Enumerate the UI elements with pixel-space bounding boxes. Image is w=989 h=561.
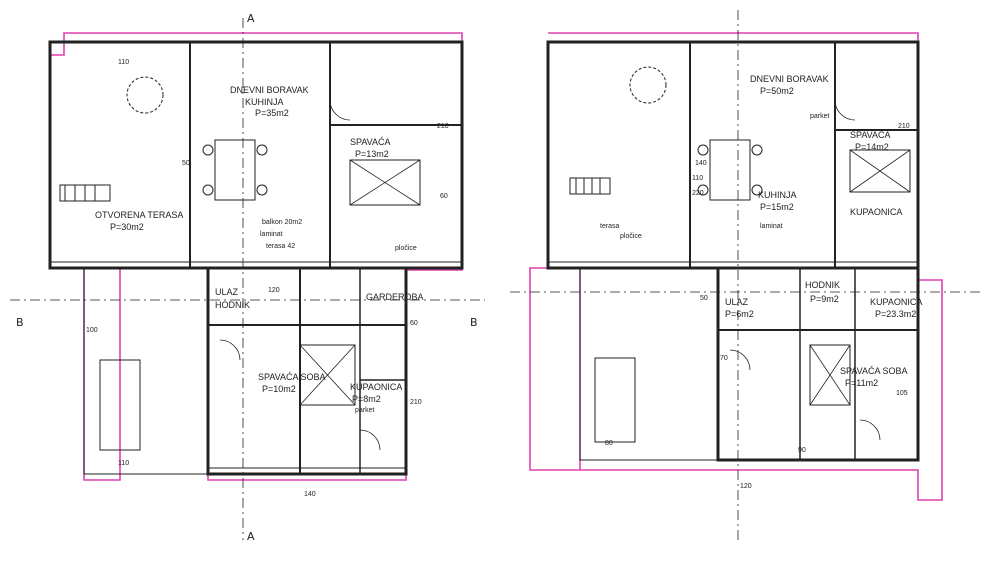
dimension-label: 140 (695, 160, 707, 167)
room-label: SPAVAĆA (350, 137, 391, 147)
dimension-label: 80 (605, 440, 613, 447)
room-label: HODNIK (215, 300, 250, 310)
room-area: P=30m2 (110, 222, 144, 232)
room-area: P=35m2 (255, 108, 289, 118)
left-bed (349, 159, 421, 206)
right-bed-cross (849, 149, 911, 193)
right-floor-plan: DNEVNI BORAVAK P=50m2 SPAVAĆA P=14m2 KUH… (510, 10, 980, 540)
floor-note: laminat (260, 231, 283, 238)
dimension-label: 60 (440, 193, 448, 200)
dimension-label: 210 (437, 123, 449, 130)
room-label: SPAVAĆA (850, 130, 891, 140)
dimension-label: 120 (740, 483, 752, 490)
room-label: DNEVNI BORAVAK (230, 85, 309, 95)
left-chair (202, 184, 214, 196)
left-door-swing (359, 429, 381, 451)
room-area: P=11m2 (845, 378, 878, 388)
left-bed-cross (299, 344, 356, 406)
floor-note: balkon 20m2 (262, 219, 302, 226)
right-chair (697, 184, 709, 196)
right-bed-cross (809, 344, 851, 406)
floor-note: laminat (760, 223, 783, 230)
room-label: GARDEROBA (366, 292, 424, 302)
dimension-label: 50 (182, 160, 190, 167)
left-bed-cross (349, 159, 421, 206)
dimension-label: 60 (410, 320, 418, 327)
dimension-label: 120 (268, 287, 280, 294)
right-bed (809, 344, 851, 406)
room-label: ULAZ (215, 287, 239, 297)
right-chair (751, 184, 763, 196)
floor-note: terasa 42 (266, 243, 295, 250)
room-label: OTVORENA TERASA (95, 210, 183, 220)
right-plant (629, 66, 667, 104)
dimension-label: 50 (700, 295, 708, 302)
dimension-label: 100 (86, 327, 98, 334)
room-label: KUPAONICA (350, 382, 402, 392)
floor-note: pločice (620, 233, 642, 240)
axis-a-marker: A (247, 12, 255, 25)
left-floor-plan: A A B B DNEVNI BORAVAK KUHINJA P=35m2 SP… (10, 12, 485, 543)
dimension-label: 210 (410, 399, 422, 406)
right-door-swing (834, 99, 856, 121)
left-terrace (83, 267, 209, 475)
room-label: KUPAONICA (850, 207, 902, 217)
dimension-label: 220 (692, 190, 704, 197)
left-wall-upper (48, 40, 464, 270)
room-label: KUHINJA (758, 190, 797, 200)
right-dining-table (709, 139, 751, 201)
dimension-label: 210 (898, 123, 910, 130)
room-area: P=23.3m2 (875, 309, 916, 319)
floor-note: pločice (395, 245, 417, 252)
right-wall-upper (546, 40, 920, 270)
dimension-label: 105 (896, 390, 908, 397)
room-label: SPAVAĆA SOBA (840, 366, 908, 376)
room-label: ULAZ (725, 297, 749, 307)
right-terrace (579, 267, 719, 461)
room-area: P=6m2 (725, 309, 754, 319)
left-dining-table (214, 139, 256, 201)
room-label: DNEVNI BORAVAK (750, 74, 829, 84)
room-area: P=14m2 (855, 142, 889, 152)
dimension-label: 110 (118, 460, 129, 467)
room-area: P=9m2 (810, 294, 839, 304)
axis-a-marker: A (247, 530, 255, 543)
dimension-label: 70 (720, 355, 728, 362)
dimension-label: 110 (692, 175, 703, 182)
room-area: P=8m2 (352, 394, 381, 404)
room-label: SPAVAĆA SOBA (258, 372, 326, 382)
axis-b-marker: B (16, 316, 24, 329)
right-kitchen-counter (569, 177, 611, 195)
left-bed (299, 344, 356, 406)
left-plant (126, 76, 164, 114)
room-area: P=10m2 (262, 384, 296, 394)
room-label: HODNIK (805, 280, 840, 290)
axis-b-marker: B (470, 316, 478, 329)
floor-note: parket (355, 407, 375, 414)
floor-note: parket (810, 113, 830, 120)
left-door-swing (219, 339, 241, 361)
left-sofa (99, 359, 141, 451)
dimension-label: 110 (118, 59, 129, 66)
right-bed (849, 149, 911, 193)
left-door-swing (329, 99, 351, 121)
room-area: P=13m2 (355, 149, 389, 159)
right-chair (751, 144, 763, 156)
dimension-label: 90 (798, 447, 806, 454)
right-door-swing (859, 419, 881, 441)
right-sofa (594, 357, 636, 443)
left-chair (256, 144, 268, 156)
right-chair (697, 144, 709, 156)
right-door-swing (729, 349, 751, 371)
room-area: P=15m2 (760, 202, 794, 212)
room-label: KUPAONICA (870, 297, 922, 307)
left-chair (202, 144, 214, 156)
dimension-label: 140 (304, 491, 316, 498)
room-label: KUHINJA (245, 97, 284, 107)
left-chair (256, 184, 268, 196)
room-area: P=50m2 (760, 86, 794, 96)
floor-note: terasa (600, 223, 620, 230)
